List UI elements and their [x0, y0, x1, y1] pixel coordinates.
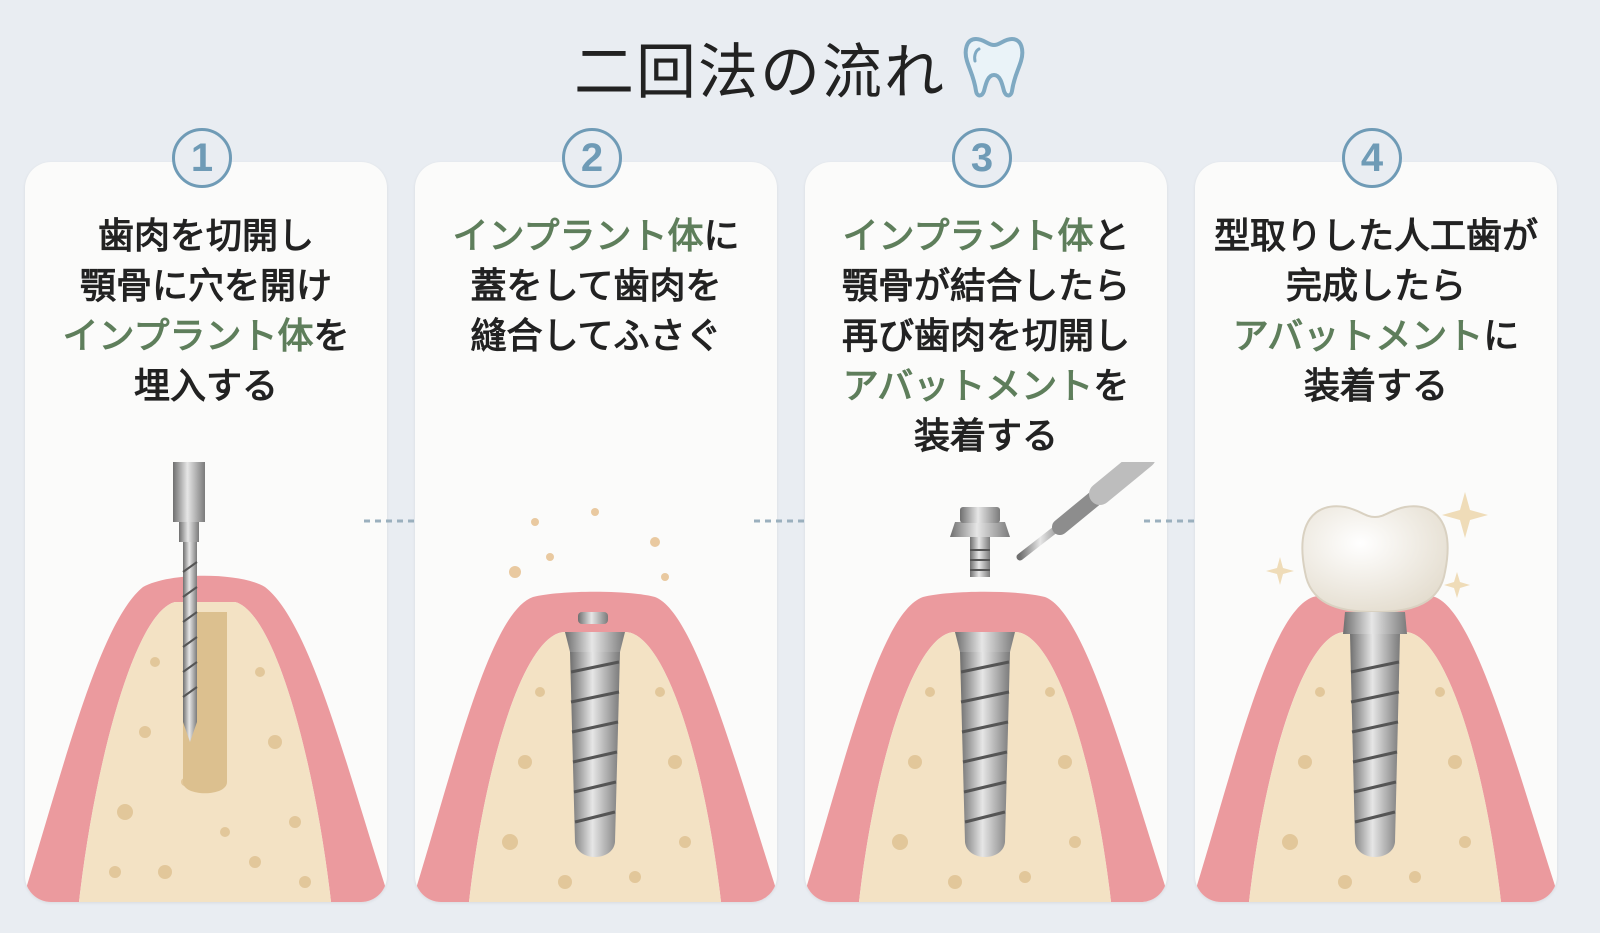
step-1-text: 歯肉を切開し顎骨に穴を開けインプラント体を埋入する: [25, 212, 387, 412]
step-text-segment: 再び歯肉を切開し: [841, 316, 1130, 357]
step-text-line: 装着する: [805, 412, 1167, 462]
step-text-segment: 完成したら: [1285, 266, 1466, 307]
step-text-line: 完成したら: [1195, 262, 1557, 312]
step-4-text: 型取りした人工歯が完成したらアバットメントに装着する: [1195, 212, 1557, 412]
header: 二回法の流れ: [0, 22, 1600, 112]
step-text-segment: 型取りした人工歯が: [1213, 216, 1538, 257]
step-text-segment: を: [1093, 366, 1130, 407]
step-text-segment: 歯肉を切開し: [97, 216, 314, 257]
highlighted-term: インプラント体: [452, 216, 704, 257]
step-text-segment: 縫合してふさぐ: [470, 316, 722, 357]
step-text-line: インプラント体に: [415, 212, 777, 262]
highlighted-term: インプラント体: [842, 216, 1094, 257]
step-3-illustration: [805, 462, 1167, 902]
step-text-line: 蓋をして歯肉を: [415, 262, 777, 312]
step-text-segment: に: [1483, 316, 1520, 357]
step-text-line: インプラント体と: [805, 212, 1167, 262]
step-text-line: 顎骨に穴を開け: [25, 262, 387, 312]
step-text-segment: 顎骨が結合したら: [841, 266, 1130, 307]
step-text-line: 再び歯肉を切開し: [805, 312, 1167, 362]
step-text-segment: を: [313, 316, 350, 357]
highlighted-term: アバットメント: [842, 366, 1094, 407]
step-text-segment: 埋入する: [133, 366, 278, 407]
step-text-line: 縫合してふさぐ: [415, 312, 777, 362]
step-3-badge: 3: [952, 128, 1012, 188]
step-2-badge: 2: [562, 128, 622, 188]
step-1-badge: 1: [172, 128, 232, 188]
highlighted-term: インプラント体: [62, 316, 314, 357]
step-text-line: 装着する: [1195, 362, 1557, 412]
step-4-illustration: [1195, 492, 1557, 902]
step-text-line: インプラント体を: [25, 312, 387, 362]
step-card-4: 型取りした人工歯が完成したらアバットメントに装着する: [1195, 162, 1557, 902]
step-text-segment: 装着する: [913, 416, 1058, 457]
step-text-line: 埋入する: [25, 362, 387, 412]
step-text-segment: に: [703, 216, 740, 257]
step-text-line: 型取りした人工歯が: [1195, 212, 1557, 262]
page-title: 二回法の流れ: [574, 37, 946, 108]
step-text-line: 顎骨が結合したら: [805, 262, 1167, 312]
tooth-icon: [962, 33, 1026, 101]
step-card-2: インプラント体に蓋をして歯肉を縫合してふさぐ: [415, 162, 777, 902]
step-text-line: アバットメントを: [805, 362, 1167, 412]
step-3-text: インプラント体と顎骨が結合したら再び歯肉を切開しアバットメントを装着する: [805, 212, 1167, 462]
step-text-segment: 装着する: [1303, 366, 1448, 407]
step-2-illustration: [415, 508, 777, 902]
step-text-segment: 蓋をして歯肉を: [470, 266, 722, 307]
step-text-line: 歯肉を切開し: [25, 212, 387, 262]
step-card-1: 歯肉を切開し顎骨に穴を開けインプラント体を埋入する: [25, 162, 387, 902]
step-text-segment: 顎骨に穴を開け: [79, 266, 332, 307]
step-text-segment: と: [1093, 216, 1130, 257]
step-text-line: アバットメントに: [1195, 312, 1557, 362]
highlighted-term: アバットメント: [1232, 316, 1484, 357]
step-2-text: インプラント体に蓋をして歯肉を縫合してふさぐ: [415, 212, 777, 362]
step-card-3: インプラント体と顎骨が結合したら再び歯肉を切開しアバットメントを装着する: [805, 162, 1167, 902]
step-1-illustration: [25, 462, 387, 902]
step-4-badge: 4: [1342, 128, 1402, 188]
